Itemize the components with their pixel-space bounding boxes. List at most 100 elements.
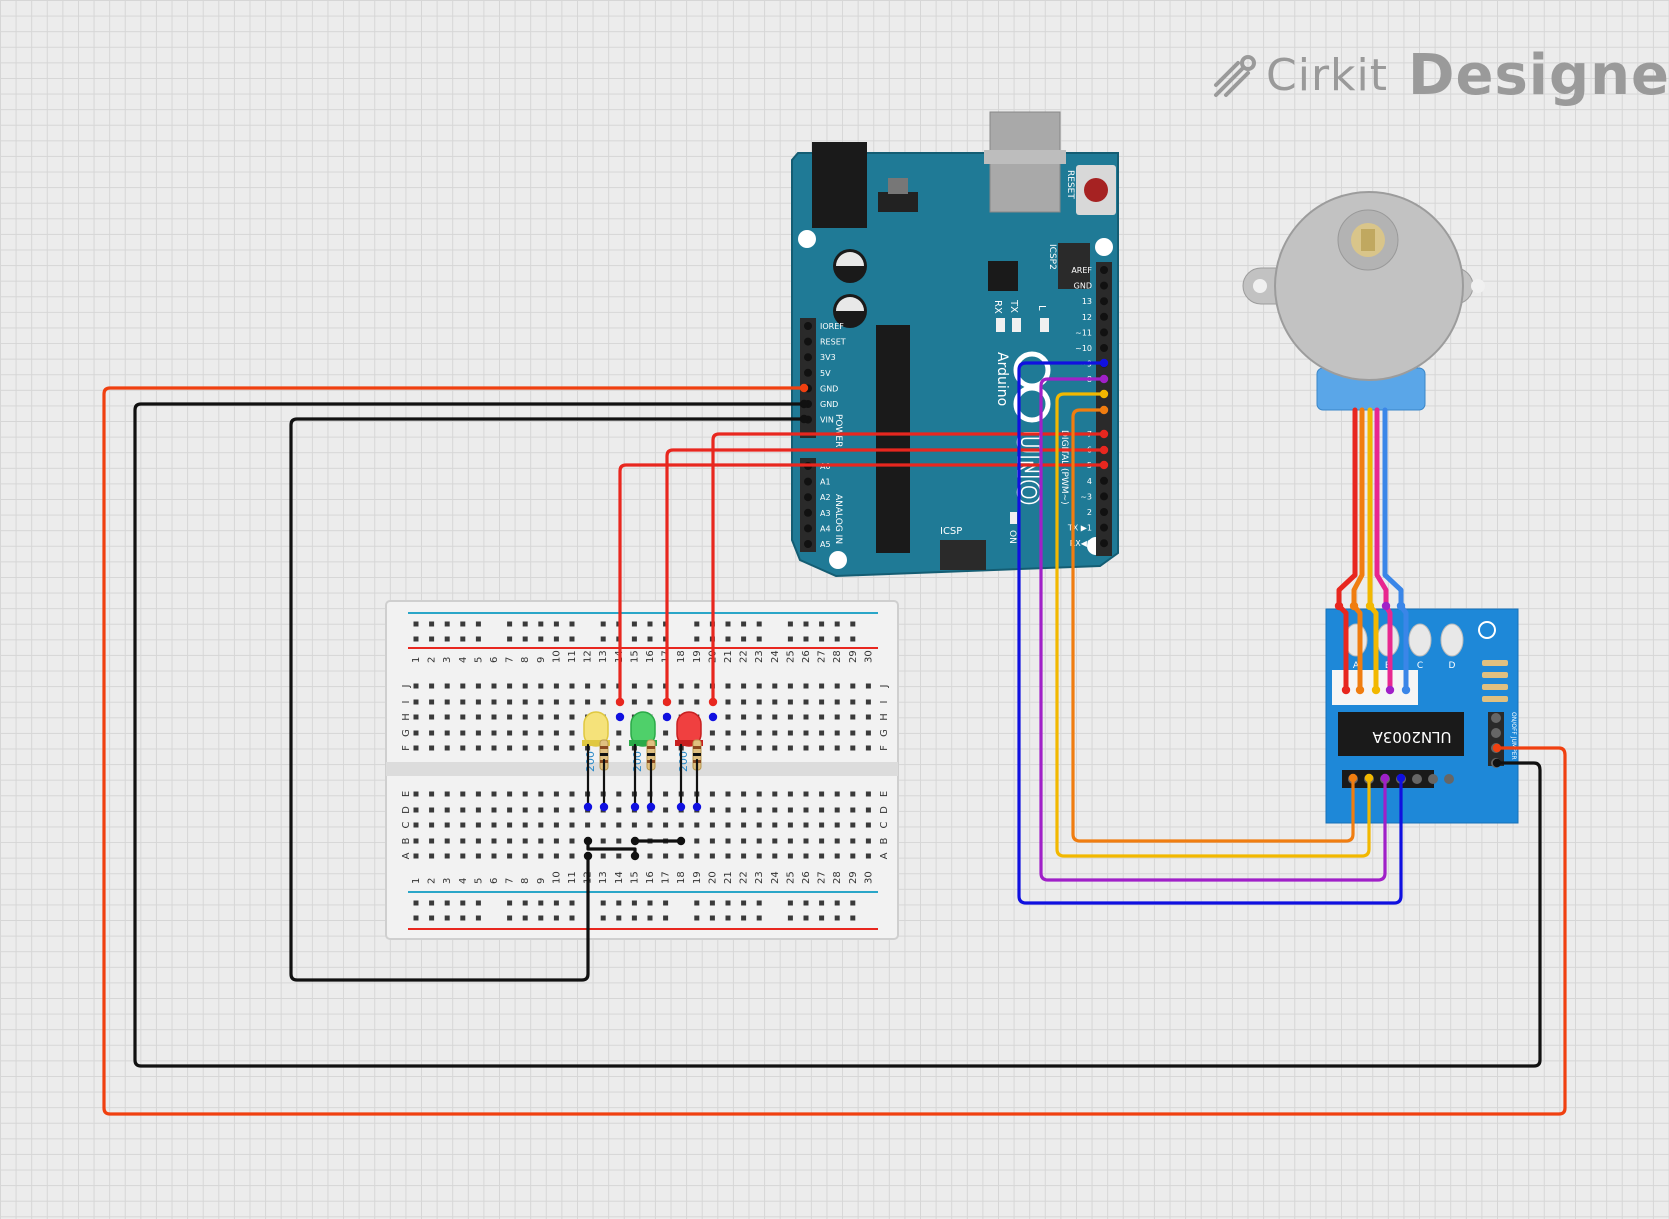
breadboard-hole[interactable]	[803, 791, 809, 797]
breadboard-hole[interactable]	[850, 838, 856, 844]
breadboard-hole[interactable]	[522, 714, 528, 720]
rail-hole[interactable]	[460, 621, 466, 627]
rail-hole[interactable]	[538, 621, 544, 627]
rail-hole[interactable]	[429, 915, 435, 921]
wire-endpoint[interactable]	[708, 697, 718, 707]
rail-hole[interactable]	[850, 636, 856, 642]
breadboard-hole[interactable]	[491, 683, 497, 689]
wire-endpoint[interactable]	[599, 802, 609, 812]
breadboard-hole[interactable]	[772, 791, 778, 797]
rail-hole[interactable]	[429, 621, 435, 627]
breadboard-hole[interactable]	[475, 853, 481, 859]
breadboard-hole[interactable]	[772, 699, 778, 705]
breadboard-hole[interactable]	[569, 745, 575, 751]
rail-hole[interactable]	[756, 915, 762, 921]
rail-hole[interactable]	[834, 621, 840, 627]
breadboard-hole[interactable]	[616, 745, 622, 751]
breadboard-hole[interactable]	[787, 807, 793, 813]
wire-endpoint[interactable]	[630, 802, 640, 812]
breadboard-hole[interactable]	[475, 699, 481, 705]
breadboard-hole[interactable]	[507, 838, 513, 844]
wire-endpoint[interactable]	[1380, 773, 1390, 783]
breadboard-hole[interactable]	[663, 807, 669, 813]
digital-pin[interactable]	[1100, 344, 1108, 352]
rail-hole[interactable]	[834, 900, 840, 906]
breadboard-hole[interactable]	[772, 683, 778, 689]
digital-pin[interactable]	[1100, 508, 1108, 516]
rail-hole[interactable]	[522, 636, 528, 642]
breadboard-hole[interactable]	[475, 807, 481, 813]
rail-hole[interactable]	[819, 621, 825, 627]
digital-pin[interactable]	[1100, 312, 1108, 321]
rail-hole[interactable]	[600, 900, 606, 906]
breadboard-hole[interactable]	[491, 745, 497, 751]
breadboard-hole[interactable]	[756, 714, 762, 720]
breadboard-hole[interactable]	[741, 699, 747, 705]
wire-endpoint[interactable]	[1385, 685, 1395, 695]
breadboard-hole[interactable]	[522, 791, 528, 797]
breadboard-hole[interactable]	[444, 807, 450, 813]
rail-hole[interactable]	[569, 636, 575, 642]
breadboard-hole[interactable]	[787, 714, 793, 720]
breadboard-hole[interactable]	[725, 791, 731, 797]
rail-hole[interactable]	[600, 621, 606, 627]
breadboard-hole[interactable]	[429, 730, 435, 736]
breadboard-hole[interactable]	[865, 853, 871, 859]
rail-hole[interactable]	[413, 636, 419, 642]
breadboard-hole[interactable]	[413, 838, 419, 844]
breadboard-hole[interactable]	[585, 822, 591, 828]
breadboard-hole[interactable]	[429, 699, 435, 705]
input-pin[interactable]	[1412, 774, 1422, 784]
breadboard-hole[interactable]	[569, 822, 575, 828]
wire-endpoint[interactable]	[1371, 685, 1381, 695]
rail-hole[interactable]	[834, 636, 840, 642]
breadboard-hole[interactable]	[834, 838, 840, 844]
breadboard-hole[interactable]	[475, 683, 481, 689]
breadboard-hole[interactable]	[444, 730, 450, 736]
wire-endpoint[interactable]	[1099, 405, 1109, 415]
wire-pin8-to-led[interactable]	[618, 463, 1106, 704]
wire-endpoint[interactable]	[1365, 601, 1375, 611]
breadboard-hole[interactable]	[507, 745, 513, 751]
breadboard-hole[interactable]	[429, 838, 435, 844]
breadboard-hole[interactable]	[553, 745, 559, 751]
breadboard-hole[interactable]	[460, 853, 466, 859]
power-pin[interactable]	[804, 322, 812, 330]
breadboard-hole[interactable]	[507, 791, 513, 797]
breadboard-hole[interactable]	[663, 822, 669, 828]
breadboard-hole[interactable]	[429, 791, 435, 797]
rail-hole[interactable]	[569, 915, 575, 921]
breadboard-hole[interactable]	[803, 853, 809, 859]
rail-hole[interactable]	[538, 915, 544, 921]
breadboard-hole[interactable]	[834, 745, 840, 751]
power-pin[interactable]	[804, 337, 812, 346]
breadboard-hole[interactable]	[600, 822, 606, 828]
rail-hole[interactable]	[725, 621, 731, 627]
rail-hole[interactable]	[429, 636, 435, 642]
breadboard-hole[interactable]	[413, 699, 419, 705]
breadboard-hole[interactable]	[787, 853, 793, 859]
breadboard-hole[interactable]	[694, 838, 700, 844]
breadboard-hole[interactable]	[709, 853, 715, 859]
wire-endpoint[interactable]	[1099, 460, 1109, 470]
rail-hole[interactable]	[647, 636, 653, 642]
wire-endpoint[interactable]	[1355, 685, 1365, 695]
breadboard-hole[interactable]	[460, 714, 466, 720]
rail-hole[interactable]	[787, 621, 793, 627]
breadboard-hole[interactable]	[616, 853, 622, 859]
rail-hole[interactable]	[475, 621, 481, 627]
breadboard-hole[interactable]	[585, 699, 591, 705]
breadboard-hole[interactable]	[756, 807, 762, 813]
rail-hole[interactable]	[725, 915, 731, 921]
rail-hole[interactable]	[647, 900, 653, 906]
rail-hole[interactable]	[694, 900, 700, 906]
breadboard-hole[interactable]	[787, 683, 793, 689]
wire-endpoint[interactable]	[1099, 358, 1109, 368]
breadboard-hole[interactable]	[616, 791, 622, 797]
reset-button[interactable]	[1084, 178, 1108, 202]
rail-hole[interactable]	[553, 636, 559, 642]
digital-pin[interactable]	[1100, 492, 1108, 501]
breadboard-hole[interactable]	[819, 838, 825, 844]
breadboard-hole[interactable]	[803, 838, 809, 844]
breadboard-hole[interactable]	[725, 807, 731, 813]
